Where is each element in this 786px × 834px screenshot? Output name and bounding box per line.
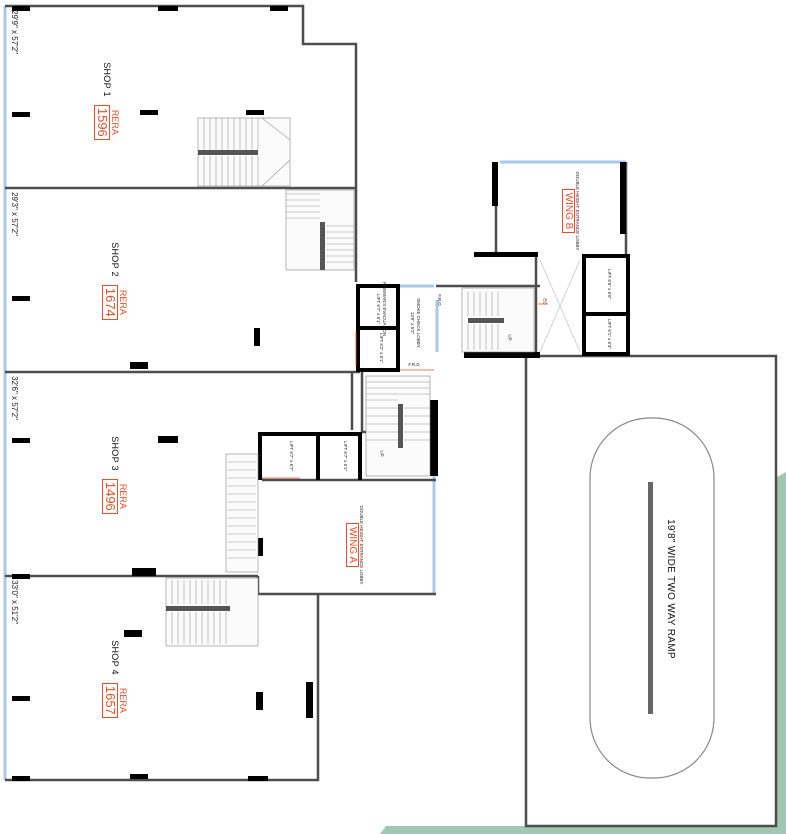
shop-3-rera-value: 1496 bbox=[102, 478, 118, 514]
shop-4-rera: RERA 1657 bbox=[102, 682, 128, 718]
shop-2-rera: RERA 1674 bbox=[102, 284, 128, 320]
wing-b-label-group: DOUBLE HEIGHT ENTRANCE LOBBY WING B bbox=[556, 166, 586, 256]
shop-1-rera: RERA 1596 bbox=[94, 104, 120, 140]
frd-bottom-label: F.R.D bbox=[408, 362, 420, 367]
ramp-label: 19'8" WIDE TWO WAY RAMP bbox=[665, 519, 676, 659]
shop-1-name: SHOP 1 bbox=[102, 62, 112, 97]
shop-3-label-group: SHOP 3 RERA 1496 bbox=[96, 430, 134, 520]
shop-1-rera-label: RERA bbox=[110, 109, 120, 135]
shop-3-name: SHOP 3 bbox=[110, 436, 120, 471]
shop-4-rera-label: RERA bbox=[118, 687, 128, 713]
shop-2-rera-value: 1674 bbox=[102, 284, 118, 320]
wing-a-lobby: DOUBLE HEIGHT ENTRANCE LOBBY bbox=[359, 505, 365, 585]
wing-a-lift-1-label: LIFT 6'7" x 6'7" bbox=[289, 440, 294, 472]
wing-a-label-group: DOUBLE HEIGHT ENTRANCE LOBBY WING A bbox=[340, 500, 370, 590]
staircases bbox=[165, 117, 581, 647]
shop-2-dimension: 29'3" x 57'2" bbox=[10, 192, 19, 236]
shop-4-dimension: 33'0" x 51'2" bbox=[10, 580, 19, 624]
up-bottom-label: UP bbox=[379, 450, 385, 457]
lift-upper-label: LIFT 6'2" x 6'1" bbox=[379, 332, 384, 364]
wing-b-lobby: DOUBLE HEIGHT ENTRANCE LOBBY bbox=[575, 171, 581, 251]
structural-walls bbox=[12, 6, 630, 781]
shop-4-label-group: SHOP 4 RERA 1657 bbox=[96, 634, 134, 724]
up-top-label: UP bbox=[507, 334, 513, 341]
ramp-island bbox=[589, 417, 715, 779]
shop-3-dimension: 32'6" x 57'2" bbox=[10, 376, 19, 420]
wing-b-lift-2-label: LIFT 6'1" x 6'4" bbox=[607, 318, 612, 350]
shop-4-rera-value: 1657 bbox=[102, 682, 118, 718]
shop-2-rera-label: RERA bbox=[118, 289, 128, 315]
ec-label: EC bbox=[542, 298, 548, 305]
landscape-area bbox=[380, 472, 786, 834]
frd-top-label: F.R.D bbox=[437, 294, 442, 306]
ramp-divider bbox=[648, 482, 653, 714]
shop-1-rera-value: 1596 bbox=[94, 104, 110, 140]
shop-2-name: SHOP 2 bbox=[110, 242, 120, 277]
wing-a-title: WING A bbox=[345, 522, 359, 568]
shop-3-rera-label: RERA bbox=[118, 483, 128, 509]
smoke-lobby-label: SMOKE CHECK LOBBY 13'5" x 5'2" bbox=[410, 298, 422, 348]
wing-a-lift-2-label: LIFT 6'7" x 6'1" bbox=[343, 440, 348, 472]
wing-b-title: WING B bbox=[561, 188, 575, 234]
fire-door-lines bbox=[262, 303, 548, 479]
shop-4-name: SHOP 4 bbox=[110, 640, 120, 675]
shop-3-rera: RERA 1496 bbox=[102, 478, 128, 514]
shop-1-label-group: SHOP 1 RERA 1596 bbox=[88, 56, 126, 146]
shop-2-label-group: SHOP 2 RERA 1674 bbox=[96, 236, 134, 326]
wing-b-lift-1-label: LIFT 6'6" x 6'6" bbox=[607, 268, 612, 300]
shop-1-dimension: 29'9" x 57'2" bbox=[10, 10, 19, 54]
